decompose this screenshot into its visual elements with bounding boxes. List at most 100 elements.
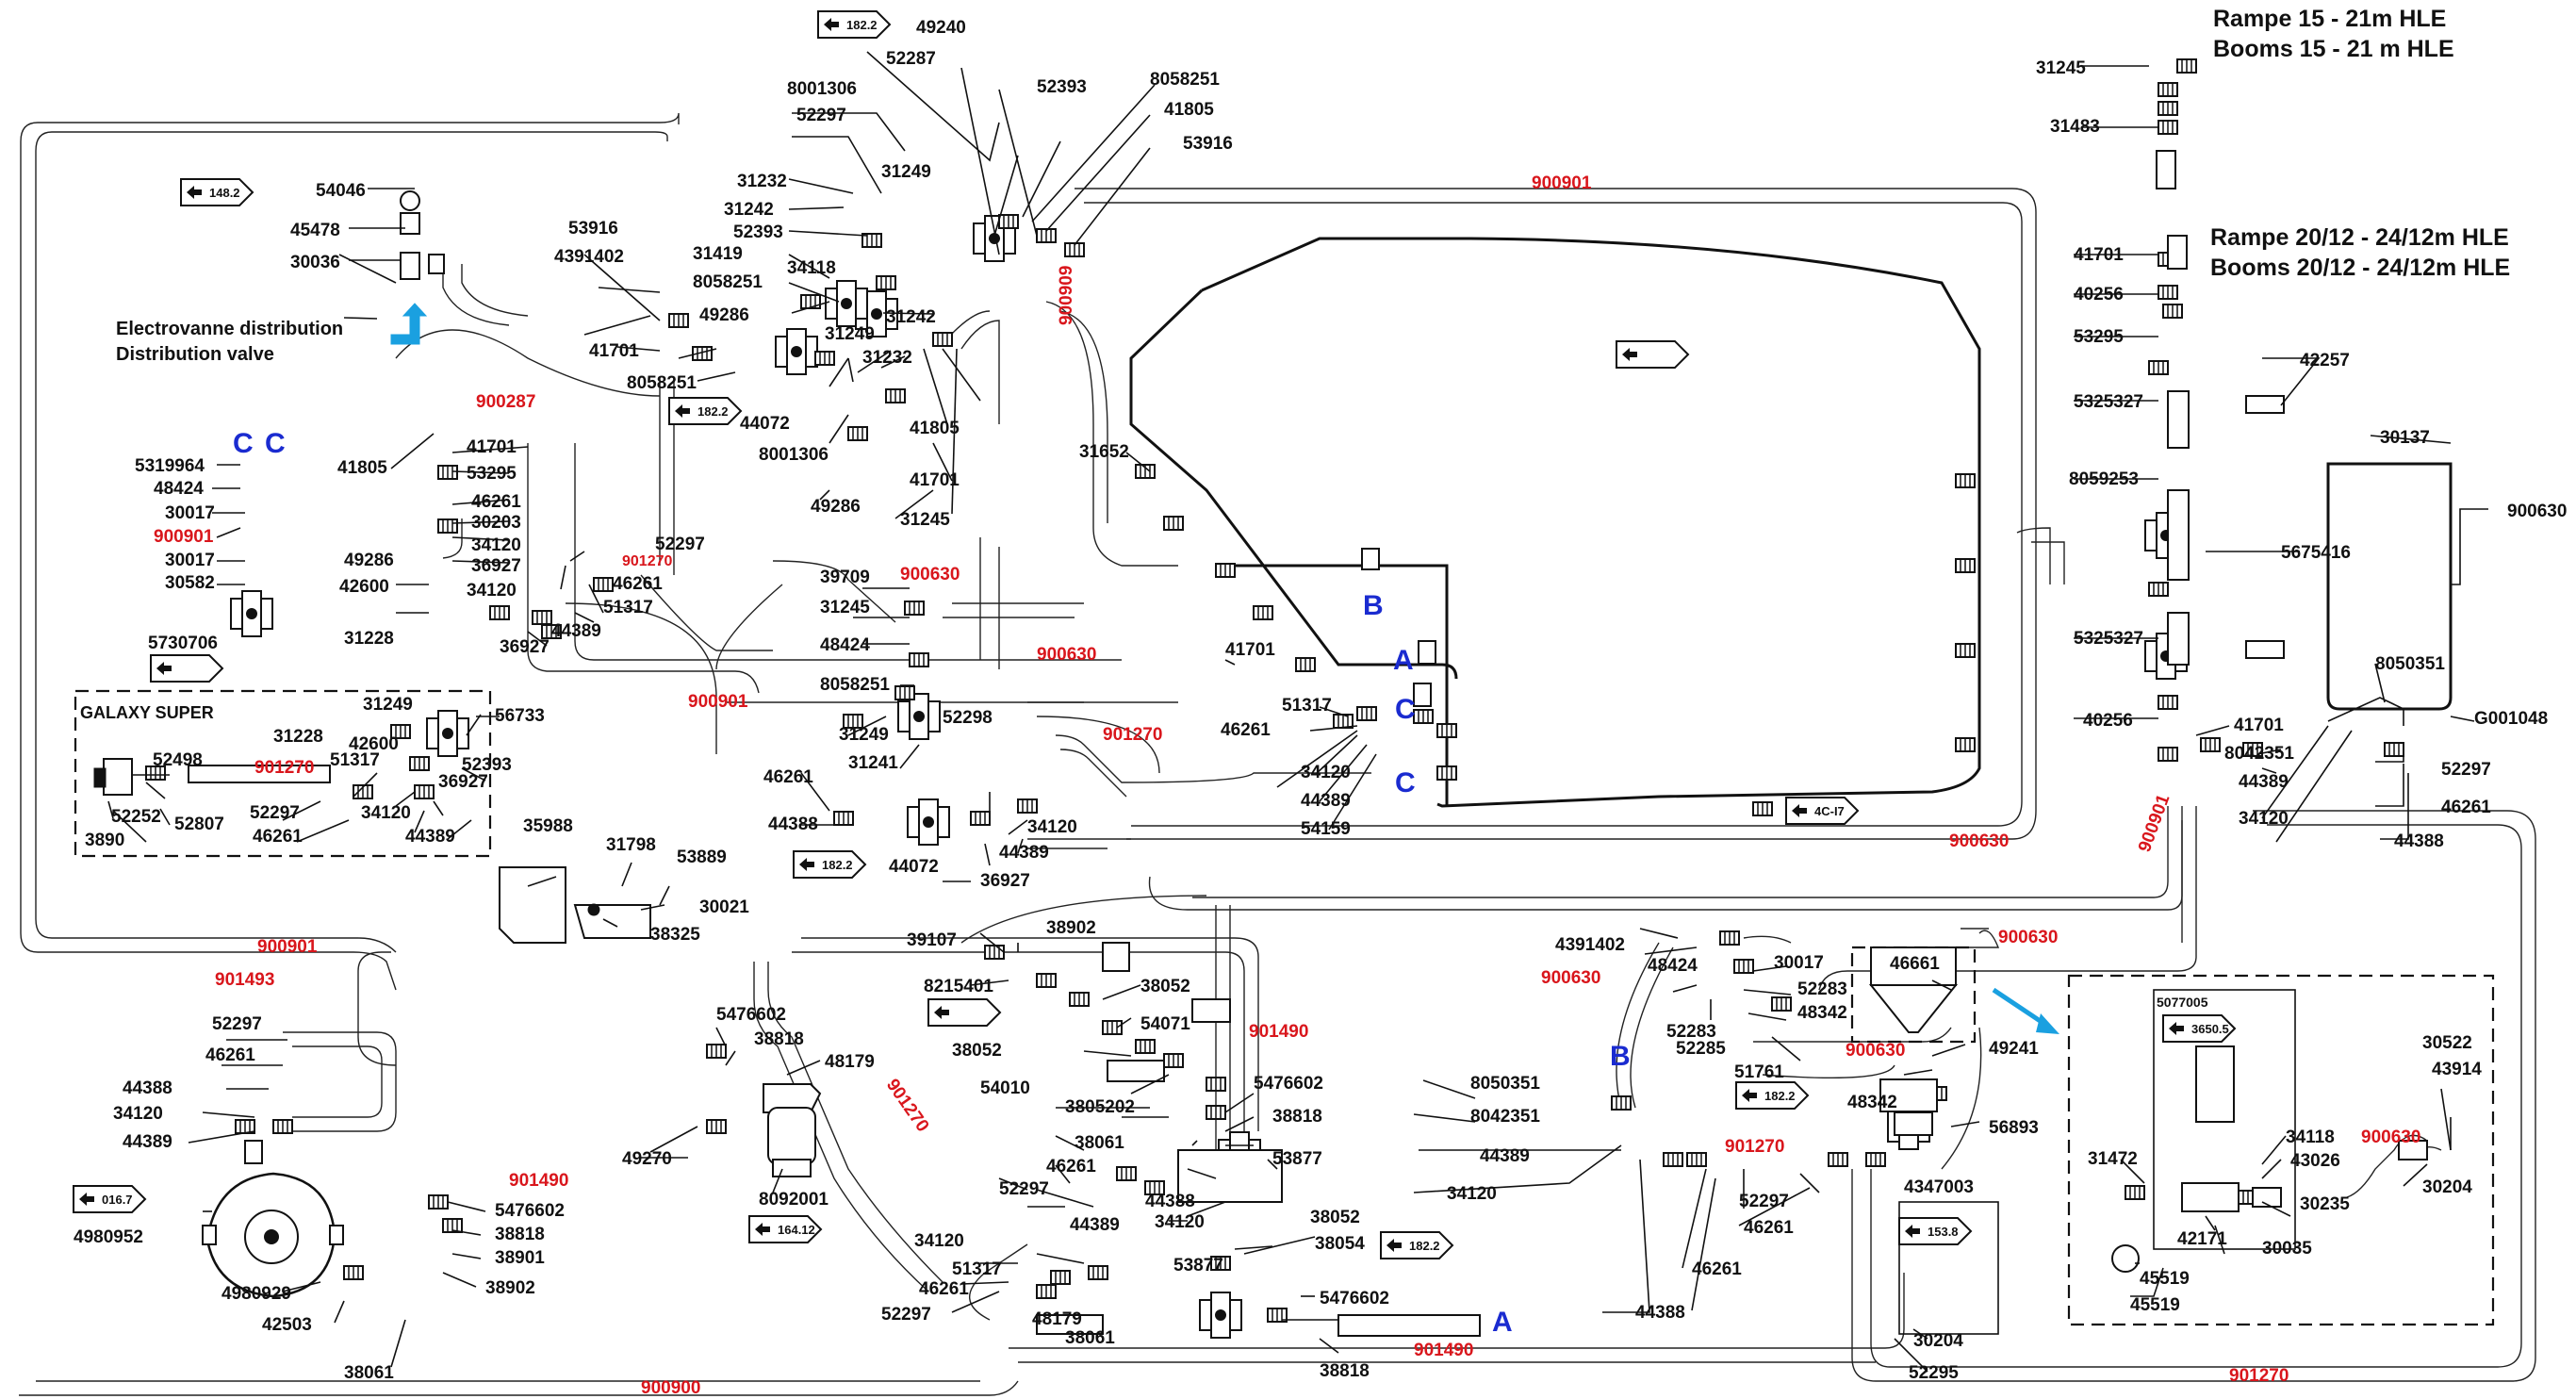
part-number: 34120	[1301, 763, 1351, 782]
part-number: 30204	[1913, 1331, 1963, 1351]
header-booms-15: Booms 15 - 21 m HLE	[2213, 36, 2454, 62]
part-number: 30522	[2422, 1033, 2472, 1053]
part-number: 38325	[650, 925, 700, 945]
part-number: 8050351	[1470, 1074, 1540, 1094]
part-number: 53877	[1272, 1149, 1322, 1169]
part-number: 40256	[2074, 285, 2124, 304]
part-number: 34120	[471, 535, 521, 555]
part-number: 46261	[613, 574, 663, 594]
part-number: 8058251	[693, 272, 763, 292]
part-number: 30203	[471, 513, 521, 533]
part-number: 38052	[1140, 977, 1190, 996]
part-number: 53889	[677, 848, 727, 867]
part-number: 49286	[699, 305, 749, 325]
ref-arrow-016[interactable]: 016.7	[73, 1185, 146, 1213]
option-box-components	[2111, 1045, 2428, 1273]
part-number: 38818	[754, 1029, 804, 1049]
part-number: 41701	[589, 341, 639, 361]
part-number: 4347003	[1904, 1177, 1974, 1197]
part-number: 41805	[337, 458, 387, 478]
pump-symbol	[202, 1140, 344, 1298]
ref-arrow-182-sel[interactable]: 182.2	[1380, 1231, 1453, 1259]
part-number: 36927	[471, 556, 521, 576]
ref-arrow-3650[interactable]: 3650.5	[2162, 1014, 2236, 1043]
part-number: 44388	[1145, 1192, 1195, 1211]
part-number: 52287	[886, 49, 936, 69]
hose-ref: 900630	[1949, 831, 2009, 851]
part-number: 44388	[123, 1078, 172, 1098]
ref-arrow-182-top[interactable]: 182.2	[817, 10, 891, 39]
part-number: 44388	[2394, 831, 2444, 851]
part-number: 52393	[1037, 77, 1087, 97]
ref-arrow-153[interactable]: 153.8	[1898, 1217, 1972, 1245]
part-number: 30035	[2262, 1239, 2312, 1259]
part-number: 31241	[848, 753, 898, 773]
bracket-35988	[499, 866, 651, 944]
svg-text:148.2: 148.2	[209, 186, 240, 200]
part-number: 35988	[523, 816, 573, 836]
hose-ref: 900630	[1541, 968, 1600, 988]
letter-b: B	[1610, 1041, 1631, 1072]
letter-c: C	[1395, 767, 1416, 798]
part-number: 52807	[174, 815, 224, 834]
rinse-tank	[2326, 462, 2453, 711]
part-number: 31228	[344, 629, 394, 649]
part-number: 43026	[2290, 1151, 2340, 1171]
ref-arrow-blank-2[interactable]	[927, 998, 1001, 1027]
letter-c: C	[265, 428, 286, 459]
hose-ref: 900900	[641, 1378, 700, 1398]
part-number: 44389	[1070, 1215, 1120, 1235]
part-number: 30137	[2380, 428, 2430, 448]
part-number: 45519	[2140, 1269, 2190, 1289]
part-number: 5476602	[495, 1201, 565, 1221]
part-number: 8058251	[1150, 70, 1220, 90]
part-number: 52297	[2441, 760, 2491, 780]
hose-ref: 900901	[1532, 173, 1592, 193]
part-number: 34118	[787, 258, 836, 278]
ref-arrow-148[interactable]: 148.2	[180, 178, 254, 206]
ref-arrow-182-right[interactable]: 182.2	[1735, 1081, 1809, 1110]
letter-b: B	[1363, 590, 1384, 621]
part-number: 31249	[839, 725, 889, 745]
part-number: 52393	[733, 222, 783, 242]
ref-arrow-164[interactable]: 164.12	[748, 1215, 822, 1243]
part-number: 38052	[952, 1041, 1002, 1061]
part-number: 48179	[1032, 1309, 1082, 1329]
part-number: 34120	[914, 1231, 964, 1251]
svg-text:182.2: 182.2	[822, 858, 853, 872]
part-number: 41701	[467, 437, 517, 457]
part-number: 44072	[889, 857, 939, 877]
tank-fitting-b	[1361, 548, 1380, 570]
part-number: 41805	[910, 419, 960, 438]
ref-arrow-182-low[interactable]: 182.2	[793, 850, 866, 879]
part-number: 38052	[1310, 1208, 1360, 1227]
part-number: 8058251	[820, 675, 890, 695]
part-number: 36927	[980, 871, 1030, 891]
ref-arrow-182-mid[interactable]: 182.2	[668, 397, 742, 425]
part-number: 45519	[2130, 1295, 2180, 1315]
part-number: 52283	[1666, 1022, 1716, 1042]
part-number: 46261	[471, 492, 521, 512]
ref-arrow-tank[interactable]	[1616, 340, 1689, 369]
hose-ref: 900909	[1057, 266, 1076, 325]
part-number: 42600	[349, 734, 399, 754]
part-numbers: 49240 52287 8001306 52297 52393 8058251 …	[74, 18, 2567, 1383]
part-number: 8042351	[1470, 1107, 1540, 1127]
galaxy-super-valve	[93, 758, 331, 796]
part-number: 5730706	[148, 634, 218, 653]
part-number: 5675416	[2281, 543, 2351, 563]
part-number: 48424	[1648, 956, 1698, 976]
hose-ref: 901493	[215, 970, 274, 990]
part-number: 46261	[763, 767, 813, 787]
part-number: 38054	[1315, 1234, 1365, 1254]
option-inner-box	[2153, 989, 2296, 1250]
connection-letters: C C B A C C B A	[233, 428, 1631, 1338]
ref-arrow-blank-1[interactable]	[150, 654, 223, 683]
hose-ref: 901490	[509, 1171, 568, 1191]
header-booms-20: Booms 20/12 - 24/12m HLE	[2210, 255, 2510, 281]
part-number: 39709	[820, 568, 870, 587]
part-number: 31245	[900, 510, 950, 530]
ref-arrow-4c[interactable]: 4C-I7	[1785, 797, 1859, 825]
part-number: 52295	[1909, 1363, 1959, 1383]
part-number: 54159	[1301, 819, 1351, 839]
